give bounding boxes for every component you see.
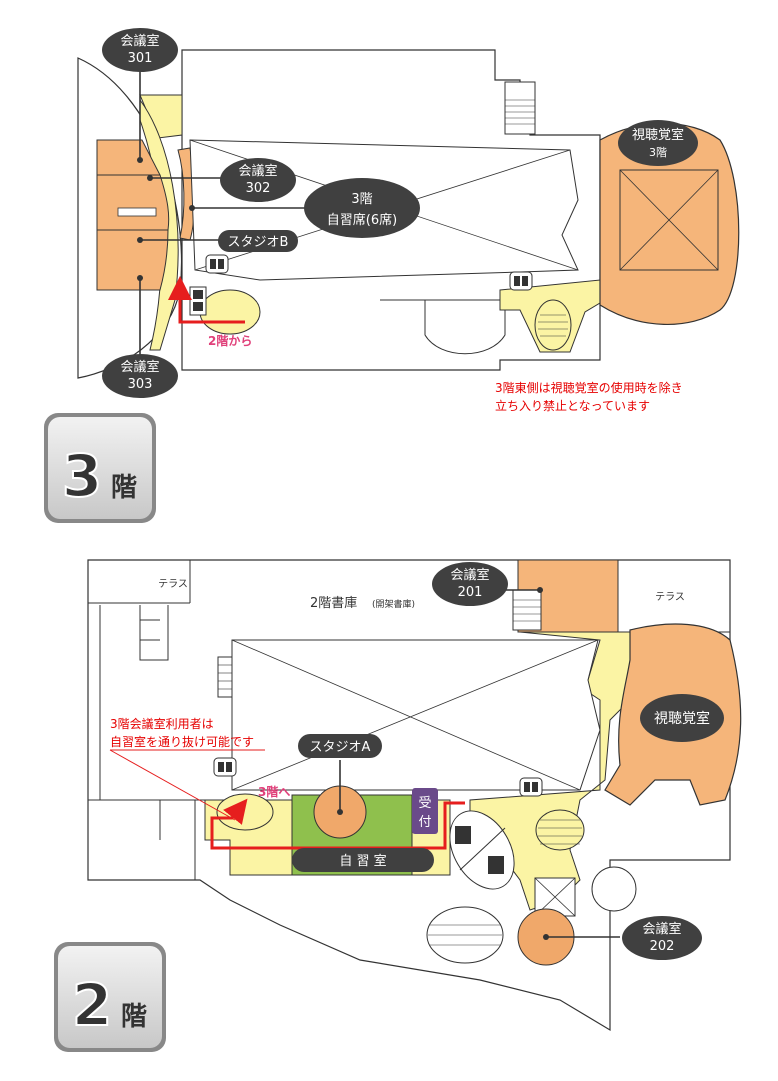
svg-text:301: 301 xyxy=(128,51,153,66)
svg-text:会議室: 会議室 xyxy=(642,921,681,937)
reception-desk: 受 付 xyxy=(412,788,438,834)
stack-title: 2階書庫 xyxy=(310,596,357,611)
terrace-right-label: テラス xyxy=(655,591,685,603)
restroom-icon xyxy=(455,826,471,844)
svg-text:視聴覚室: 視聴覚室 xyxy=(654,710,710,727)
floor2-notice-line1: 3階会議室利用者は xyxy=(110,716,214,731)
restroom-icon xyxy=(519,777,543,797)
svg-text:3階: 3階 xyxy=(351,192,372,207)
floor-3-badge: 3 階 xyxy=(44,413,156,523)
floor-3-plan: 会議室 301 会議室 302 3階 自習席(6席) スタジオB 会議室 303… xyxy=(44,28,740,523)
label-room-302: 会議室 302 xyxy=(220,158,296,202)
note-leader-line xyxy=(109,749,236,821)
label-room-301: 会議室 301 xyxy=(102,28,178,72)
svg-text:自習席(6席): 自習席(6席) xyxy=(327,212,397,228)
from-2f-label: 2階から xyxy=(208,333,252,348)
svg-text:201: 201 xyxy=(458,585,483,600)
label-study-3f: 3階 自習席(6席) xyxy=(304,178,420,238)
room-303-block xyxy=(96,229,169,291)
label-room-303: 会議室 303 xyxy=(102,354,178,398)
floor3-notice-line2: 立ち入り禁止となっています xyxy=(495,398,650,413)
svg-text:3: 3 xyxy=(62,442,102,510)
svg-text:付: 付 xyxy=(418,815,431,830)
floor-2-badge: 2 階 xyxy=(54,942,166,1052)
svg-text:スタジオA: スタジオA xyxy=(310,740,371,755)
svg-text:会議室: 会議室 xyxy=(238,163,277,179)
label-studio-b: スタジオB xyxy=(218,230,298,252)
label-study-room-2f: 自 習 室 xyxy=(292,848,434,872)
label-studio-a: スタジオA xyxy=(298,734,382,758)
svg-text:303: 303 xyxy=(128,377,153,392)
room-302-block xyxy=(96,174,170,231)
route-arrow-from-2f xyxy=(168,276,245,324)
svg-text:2: 2 xyxy=(72,971,112,1039)
terrace-left-label: テラス xyxy=(158,578,188,590)
svg-text:視聴覚室: 視聴覚室 xyxy=(632,127,684,143)
svg-text:スタジオB: スタジオB xyxy=(228,235,289,250)
label-room-202: 会議室 202 xyxy=(622,916,702,960)
floor3-notice-line1: 3階東側は視聴覚室の使用時を除き xyxy=(495,380,683,395)
label-av-room-3f: 視聴覚室 3階 xyxy=(618,120,698,166)
svg-text:階: 階 xyxy=(111,473,137,503)
floor2-notice-line2: 自習室を通り抜け可能です xyxy=(110,734,254,749)
svg-text:会議室: 会議室 xyxy=(450,567,489,583)
svg-text:3階: 3階 xyxy=(649,145,667,159)
svg-text:会議室: 会議室 xyxy=(120,33,159,49)
floor-2-plan: テラス テラス xyxy=(54,559,742,1052)
stack-subtitle: (開架書庫) xyxy=(372,598,415,610)
floor2-stair-landing xyxy=(216,793,274,831)
restroom-icon xyxy=(488,856,504,874)
floor3-stair-landing xyxy=(199,289,261,335)
svg-text:会議室: 会議室 xyxy=(120,359,159,375)
label-av-room-2f: 視聴覚室 xyxy=(640,694,724,742)
restroom-icon xyxy=(509,271,533,291)
svg-text:階: 階 xyxy=(121,1002,147,1032)
svg-text:202: 202 xyxy=(650,939,675,954)
label-room-201: 会議室 201 xyxy=(432,562,508,606)
elevator-icon xyxy=(213,757,237,777)
restroom-icon xyxy=(189,286,207,316)
svg-text:自 習 室: 自 習 室 xyxy=(339,853,386,869)
svg-text:受: 受 xyxy=(418,796,431,811)
svg-text:302: 302 xyxy=(246,181,271,196)
elevator-icon xyxy=(205,254,229,274)
to-3f-label: 3階へ xyxy=(258,784,290,799)
